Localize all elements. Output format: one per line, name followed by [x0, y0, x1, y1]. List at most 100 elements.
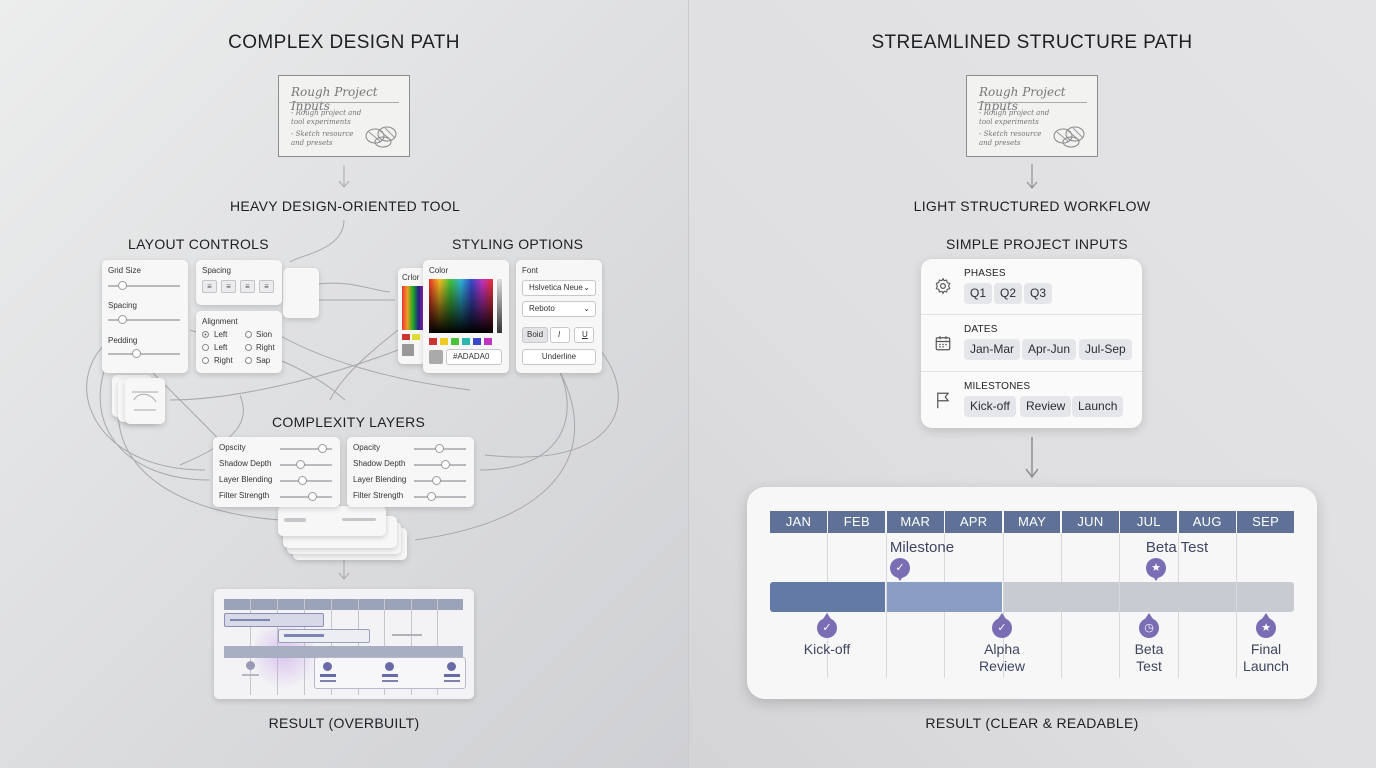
date-chip[interactable]: Apr-Jun — [1022, 339, 1077, 360]
color-swatch[interactable] — [402, 344, 414, 356]
font-secondary-value: Reboto — [529, 304, 555, 313]
milestone-chip[interactable]: Review — [1020, 396, 1072, 417]
phase-bar-q4 — [1120, 582, 1236, 612]
color-swatch[interactable] — [402, 334, 410, 340]
complexity-slider[interactable] — [280, 460, 332, 469]
align-justify-icon[interactable]: ≡ — [259, 280, 274, 293]
phase-chip[interactable]: Q3 — [1024, 283, 1053, 304]
slider-knob[interactable] — [295, 460, 305, 469]
complexity-slider[interactable] — [414, 476, 466, 485]
divider — [921, 314, 1142, 315]
slider-knob[interactable] — [440, 460, 450, 469]
milestone-bottom-label: Kick-off — [803, 641, 851, 657]
color-swatch[interactable] — [412, 334, 420, 340]
month-grid-line — [1119, 533, 1121, 678]
spacing-panel-label: Spacing — [202, 266, 231, 275]
milestone-bottom-label: Beta Test — [1134, 641, 1164, 674]
simple-inputs-label: SIMPLE PROJECT INPUTS — [946, 236, 1128, 252]
color-swatch[interactable] — [473, 338, 481, 345]
font-secondary-select[interactable]: Reboto⌄ — [522, 301, 596, 317]
sketch-line-2: tool experiments — [291, 118, 351, 126]
slider-knob[interactable] — [118, 315, 127, 324]
sketch-line-2: tool experiments — [979, 118, 1039, 126]
right-rough-inputs-sketch: Rough Project Inputs - Rough project and… — [966, 75, 1098, 157]
month-grid-line — [885, 533, 887, 678]
underline-icon-button[interactable]: U — [574, 327, 594, 343]
slider-knob[interactable] — [132, 349, 141, 358]
radio-button[interactable] — [202, 344, 209, 351]
month-header-may: MAY — [1003, 511, 1061, 533]
phase-chip[interactable]: Q1 — [964, 283, 993, 304]
font-primary-select[interactable]: Hslvetica Neue⌄ — [522, 280, 596, 296]
slider-knob[interactable] — [298, 476, 308, 485]
radio-button[interactable] — [202, 357, 209, 364]
stacked-card — [283, 268, 319, 318]
color-swatch[interactable] — [484, 338, 492, 345]
placeholder-line — [444, 674, 460, 677]
font-label: Font — [522, 266, 539, 275]
milestone-dot — [323, 662, 332, 671]
color-swatch[interactable] — [451, 338, 459, 345]
phase-chip[interactable]: Q2 — [994, 283, 1023, 304]
complexity-slider[interactable] — [280, 476, 332, 485]
slider-knob[interactable] — [307, 492, 317, 501]
slider-knob[interactable] — [434, 444, 444, 453]
complexity-row-label: Shadow Depth — [219, 459, 272, 468]
padding-slider[interactable] — [108, 349, 180, 358]
align-option: Left — [214, 343, 228, 352]
slider-knob[interactable] — [426, 492, 436, 501]
phase-bar-q3 — [1003, 582, 1119, 612]
milestones-title: MILESTONES — [964, 381, 1031, 392]
brightness-bar[interactable] — [497, 279, 502, 333]
underline-button[interactable]: Underline — [522, 349, 596, 365]
overbuilt-bar — [278, 629, 370, 643]
align-right-icon[interactable]: ≡ — [240, 280, 255, 293]
phase-bar-q5 — [1237, 582, 1295, 612]
spacing-slider[interactable] — [108, 315, 180, 324]
align-center-icon[interactable]: ≡ — [221, 280, 236, 293]
sketch-line-3: - Sketch resource — [979, 130, 1042, 138]
month-header-sep: SEP — [1237, 511, 1295, 533]
slider-knob[interactable] — [317, 444, 327, 453]
check-pin-icon: ✓ — [992, 613, 1012, 638]
italic-button[interactable]: I — [550, 327, 570, 343]
align-option: Sap — [256, 356, 271, 365]
grid-size-card: Grid Size Spacing Pedding — [102, 260, 188, 373]
date-chip[interactable]: Jul-Sep — [1079, 339, 1132, 360]
radio-button[interactable] — [245, 357, 252, 364]
overbuilt-header-bar — [224, 599, 463, 610]
align-left-icon[interactable]: ≡ — [202, 280, 217, 293]
flag-icon — [937, 392, 949, 409]
right-title: STREAMLINED STRUCTURE PATH — [871, 32, 1193, 53]
milestone-chip[interactable]: Launch — [1072, 396, 1124, 417]
complexity-slider[interactable] — [414, 492, 466, 501]
placeholder-line — [320, 680, 336, 682]
color-swatch[interactable] — [440, 338, 448, 345]
color-swatch[interactable] — [429, 338, 437, 345]
beta-test-top-label: Beta Test — [1145, 539, 1209, 556]
hex-input[interactable]: #ADADA0 — [446, 349, 502, 365]
date-chip[interactable]: Jan-Mar — [964, 339, 1021, 360]
milestone-chip[interactable]: Kick-off — [964, 396, 1016, 417]
complexity-slider[interactable] — [280, 444, 332, 453]
complexity-slider[interactable] — [280, 492, 332, 501]
slider-knob[interactable] — [118, 281, 127, 290]
milestone-bottom-label: Final Launch — [1243, 641, 1289, 674]
complexity-slider[interactable] — [414, 444, 466, 453]
layout-controls-label: LAYOUT CONTROLS — [128, 236, 269, 252]
bold-button[interactable]: Boid — [522, 327, 548, 343]
month-header-feb: FEB — [828, 511, 886, 533]
stacked-card — [278, 506, 386, 536]
complexity-slider[interactable] — [414, 460, 466, 469]
milestone-dot — [447, 662, 456, 671]
radio-button[interactable] — [245, 331, 252, 338]
color-swatch[interactable] — [462, 338, 470, 345]
radio-button[interactable] — [202, 331, 209, 338]
chevron-down-icon: ⌄ — [583, 283, 590, 292]
phase-bar-q1 — [770, 582, 886, 612]
color-spectrum[interactable] — [429, 279, 493, 333]
grid-size-slider[interactable] — [108, 281, 180, 290]
radio-button[interactable] — [245, 344, 252, 351]
slider-knob[interactable] — [432, 476, 442, 485]
